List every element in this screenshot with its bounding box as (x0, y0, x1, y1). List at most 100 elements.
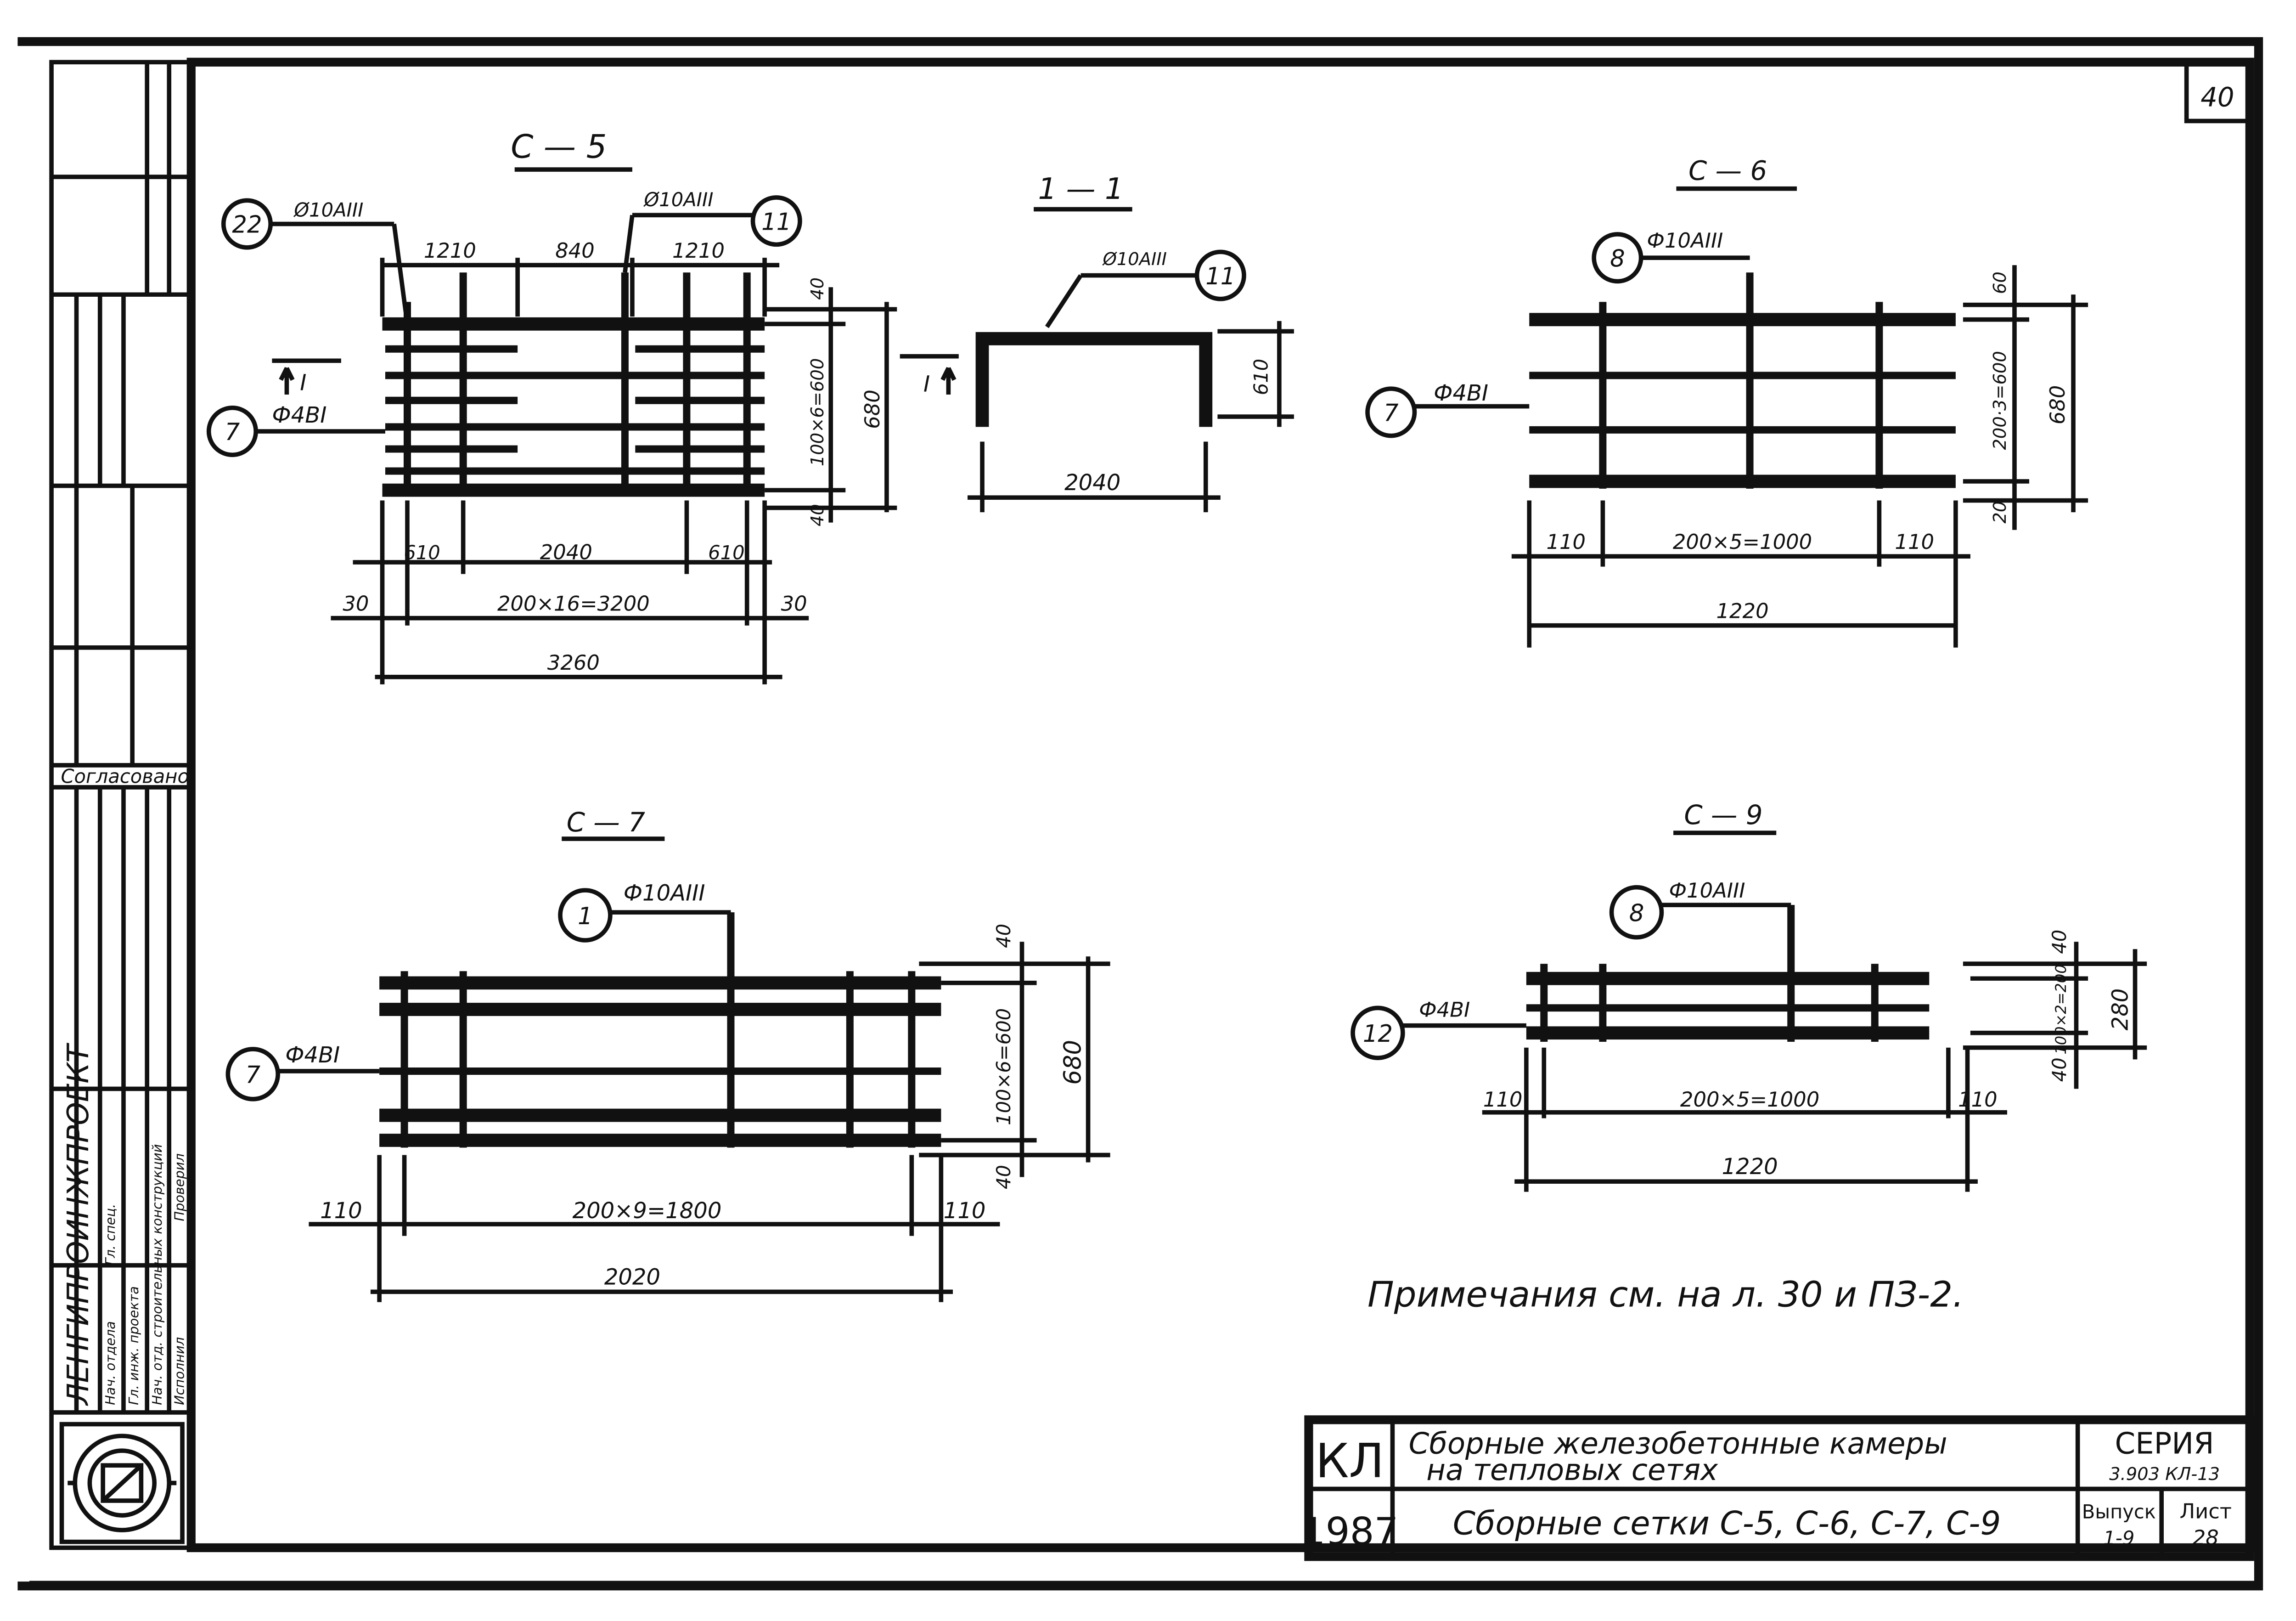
drawing-c9: С — 9 8 Ф10АIII 12 Ф4ВI 40 100×2=200 40 … (1351, 800, 2147, 1192)
c5-dim-bottom1-2: 2040 (540, 540, 592, 565)
c5-dim-top-1: 1210 (424, 238, 476, 263)
c9-dim-right-total: 280 (2108, 988, 2133, 1031)
sheet-outer-border (17, 37, 2263, 1591)
series-label: СЕРИЯ (2115, 1427, 2214, 1461)
c9-dim-total: 1220 (1722, 1154, 1778, 1180)
stamp-row-5: Исполнил (171, 1337, 187, 1405)
c5-dim-right-2: 100×6=600 (807, 358, 828, 466)
note-text: Примечания см. на л. 30 и ПЗ-2. (1367, 1274, 1964, 1315)
c6-mark-top-label: Ф10АIII (1647, 228, 1723, 253)
c5-mark-top-left-label: Ø10АIII (293, 199, 363, 221)
c7-mark-left-label: Ф4ВI (285, 1042, 340, 1068)
title-line2: на тепловых сетях (1426, 1453, 1718, 1487)
c6-mark-top: 8 (1610, 245, 1625, 272)
title-block: КЛ 1987 Сборные железобетонные камеры на… (1301, 1415, 2254, 1561)
c6-dim-right-2: 200·3=600 (1990, 351, 2010, 450)
stamp-row-4: Нач. отд. строительных конструкций (149, 1144, 165, 1405)
title-subtitle: Сборные сетки С-5, С-6, С-7, С-9 (1453, 1505, 2001, 1542)
stamp-row-1: Нач. отдела (102, 1321, 118, 1405)
issue-label: Выпуск (2082, 1500, 2156, 1523)
section-cut-mark: I (923, 372, 930, 397)
c5-dim-top-2: 840 (555, 238, 595, 263)
c5-dim-bottom2-3: 30 (781, 592, 807, 616)
c7-dim-bottom-2: 200×9=1800 (573, 1198, 722, 1224)
c5-dim-top-3: 1210 (672, 238, 725, 263)
c7-mark-top-label: Ф10АIII (624, 881, 705, 906)
c6-dim-bottom-1: 110 (1547, 530, 1586, 554)
c9-dim-bottom-2: 200×5=1000 (1680, 1087, 1819, 1112)
c6-dim-right-1: 60 (1990, 271, 2010, 294)
c5-dim-bottom1-1: 610 (404, 542, 440, 564)
stamp-row-2: Гл. спец. (102, 1204, 118, 1265)
c9-mark-left-label: Ф4ВI (1419, 998, 1470, 1022)
section-dim-width: 2040 (1064, 470, 1120, 496)
drawing-c5: С — 5 22 Ø10АIII 11 Ø10АIII 7 (206, 128, 897, 684)
c7-dim-total: 2020 (604, 1264, 660, 1290)
c5-dim-bottom2-2: 200×16=3200 (497, 592, 650, 616)
c6-dim-bottom-2: 200×5=1000 (1673, 530, 1812, 554)
section-title: 1 — 1 (1038, 172, 1123, 206)
title-year: 1987 (1301, 1509, 1399, 1554)
sheet-label: Лист (2179, 1499, 2232, 1523)
c5-section-mark: I (300, 370, 306, 395)
drawing-section-1-1: 1 — 1 11 Ø10АIII I 610 2040 (900, 172, 1294, 513)
c7-title: С — 7 (567, 807, 645, 838)
organization-name: ЛЕНГИПРОИНЖПРОЕКТ (62, 1042, 96, 1406)
c5-title: С — 5 (511, 128, 607, 165)
c6-dim-right-total: 680 (2045, 385, 2070, 425)
c9-dim-bottom-1: 110 (1483, 1087, 1523, 1112)
c9-dim-right-1: 40 (2048, 930, 2071, 954)
c9-mark-left: 12 (1363, 1020, 1393, 1048)
c7-dim-right-total: 680 (1059, 1040, 1087, 1085)
c5-dim-bottom2-1: 30 (343, 592, 369, 616)
c9-dim-bottom-3: 110 (1958, 1087, 1998, 1112)
c9-mark-top: 8 (1629, 899, 1644, 927)
c5-mark-top-left: 22 (232, 211, 262, 239)
c5-dim-right-total: 680 (860, 390, 884, 429)
section-dim-height: 610 (1249, 359, 1272, 395)
drawing-c6: С — 6 8 Ф10АIII 7 Ф4ВI 60 200·3=600 20 6… (1365, 155, 2088, 648)
organization-emblem (59, 1422, 185, 1544)
sheet-value: 28 (2193, 1525, 2219, 1550)
c9-mark-top-label: Ф10АIII (1669, 878, 1745, 903)
section-mark-label: Ø10АIII (1102, 249, 1167, 270)
c7-mark-left: 7 (245, 1062, 260, 1089)
c7-dim-right-1: 40 (992, 924, 1015, 948)
c6-mark-left-label: Ф4ВI (1434, 380, 1488, 406)
drawing-c7: С — 7 1 Ф10АIII 7 Ф4ВI 40 100×6=600 40 6… (225, 807, 1110, 1302)
c9-dim-right-2: 100×2=200 (2052, 964, 2070, 1054)
c5-dim-bottom1-3: 610 (708, 542, 744, 564)
side-stamp: Согласовано ЛЕНГИПРОИНЖПРОЕКТ Нач. отдел… (49, 60, 194, 1550)
c6-dim-total: 1220 (1716, 599, 1769, 623)
agreed-label: Согласовано (61, 765, 189, 787)
c7-mark-top: 1 (578, 903, 593, 930)
c6-mark-left: 7 (1384, 400, 1399, 427)
sheet-number: 40 (2200, 82, 2234, 113)
c5-dim-right-1: 40 (807, 277, 828, 300)
c6-dim-bottom-3: 110 (1895, 530, 1934, 554)
c7-dim-right-2: 100×6=600 (992, 1008, 1015, 1125)
c9-dim-right-3: 40 (2048, 1057, 2071, 1082)
series-value: 3.903 КЛ-13 (2109, 1464, 2220, 1485)
stamp-row-6: Проверил (171, 1153, 187, 1221)
c5-mark-left: 7 (225, 418, 240, 446)
c5-mark-top-right: 11 (761, 208, 791, 236)
title-line1: Сборные железобетонные камеры (1409, 1427, 1947, 1461)
c6-title: С — 6 (1688, 155, 1767, 186)
c7-dim-right-3: 40 (992, 1165, 1015, 1189)
title-code: КЛ (1316, 1434, 1384, 1489)
c5-dim-right-3: 40 (807, 504, 828, 526)
c7-dim-bottom-1: 110 (320, 1198, 362, 1224)
issue-value: 1-9 (2103, 1527, 2134, 1549)
c5-mark-left-label: Ф4ВI (272, 402, 326, 428)
c5-mark-top-right-label: Ø10АIII (643, 188, 714, 211)
sheet-number-box: 40 (2184, 62, 2250, 124)
stamp-row-3: Гл. инж. проекта (126, 1286, 141, 1405)
c7-dim-bottom-3: 110 (944, 1198, 986, 1224)
c6-dim-right-3: 20 (1990, 501, 2010, 524)
section-mark: 11 (1205, 263, 1235, 290)
c5-dim-total: 3260 (547, 650, 600, 675)
c9-title: С — 9 (1684, 800, 1762, 830)
